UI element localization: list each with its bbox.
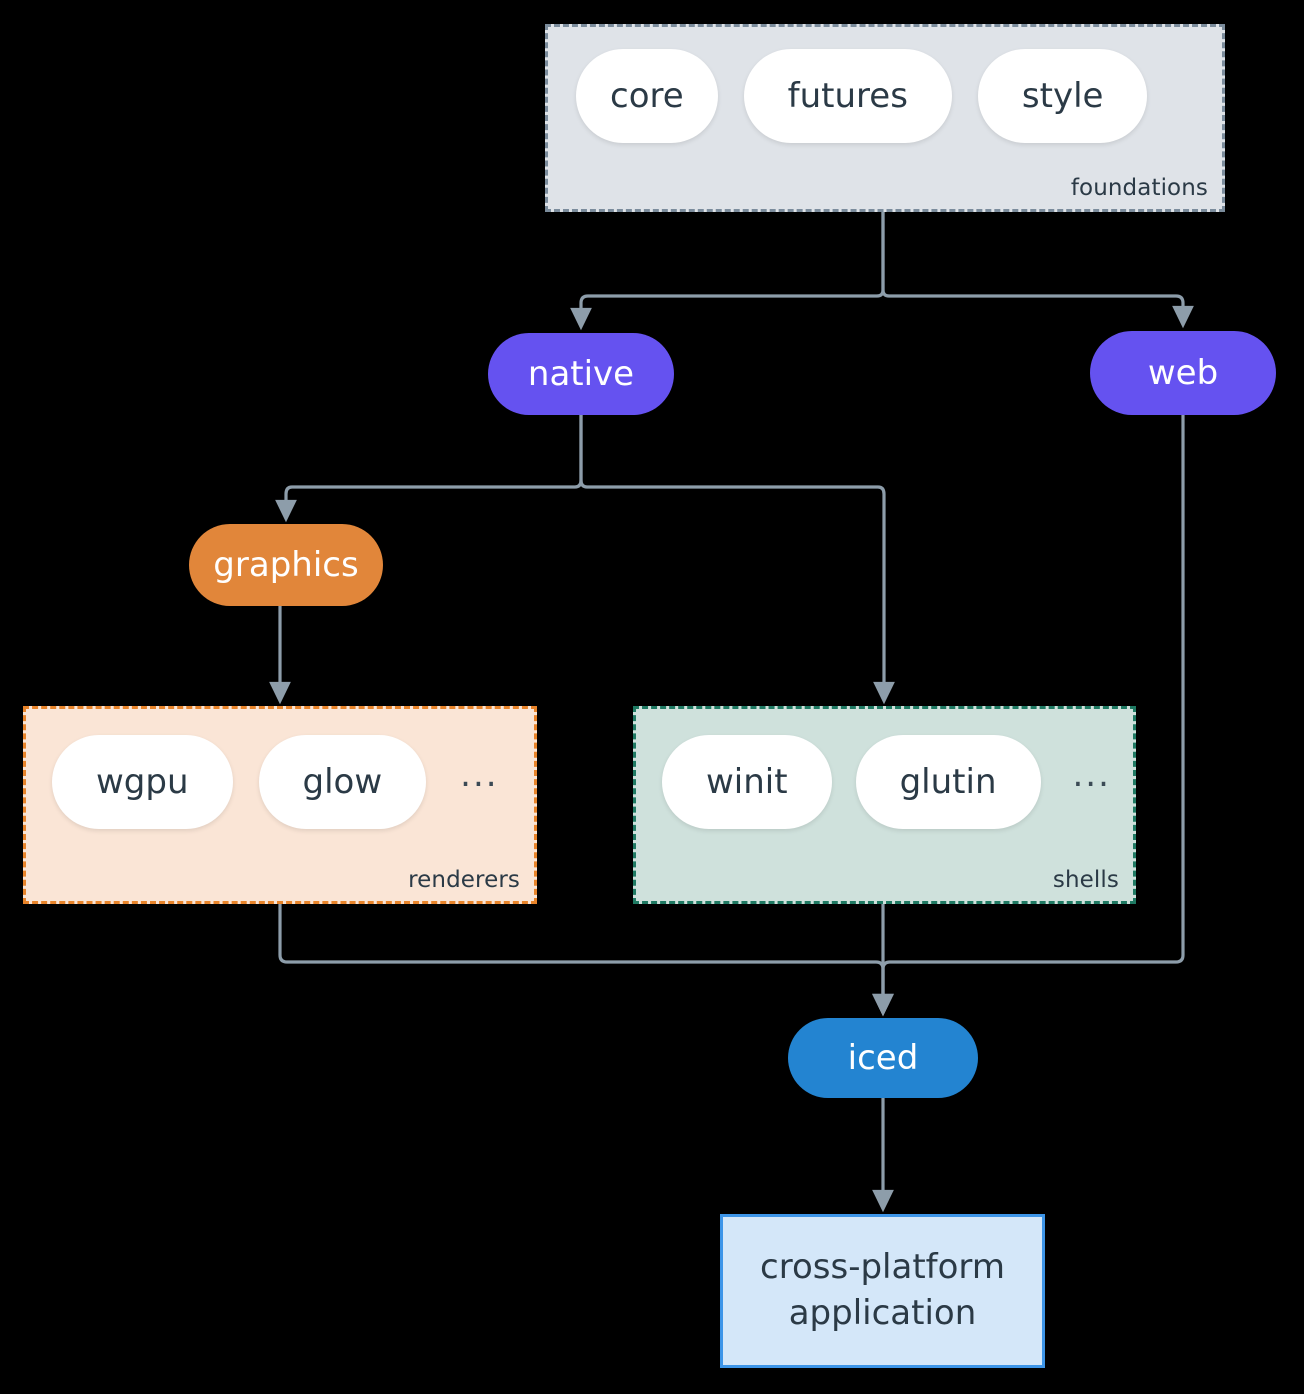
chip-style[interactable]: style	[977, 49, 1148, 143]
node-graphics[interactable]: graphics	[189, 524, 383, 606]
renderers-items: wgpu glow ...	[52, 735, 507, 829]
group-label-foundations: foundations	[1070, 175, 1208, 201]
shells-ellipsis: ...	[1072, 755, 1111, 795]
foundations-items: core futures style	[576, 49, 1148, 143]
edge-foundations-native	[570, 210, 885, 331]
chip-glutin[interactable]: glutin	[855, 735, 1041, 829]
application-line-2: application	[788, 1293, 977, 1333]
chip-futures[interactable]: futures	[743, 49, 952, 143]
renderers-ellipsis: ...	[460, 755, 499, 795]
edge-native-graphics	[275, 413, 583, 523]
node-cross-platform-application[interactable]: cross-platform application	[720, 1214, 1045, 1368]
edge-native-shells	[579, 413, 895, 705]
group-shells: winit glutin ... shells	[633, 706, 1136, 904]
group-renderers: wgpu glow ... renderers	[23, 706, 537, 904]
node-iced[interactable]: iced	[788, 1018, 978, 1098]
node-web[interactable]: web	[1090, 331, 1276, 415]
node-native[interactable]: native	[488, 333, 674, 415]
group-foundations: core futures style foundations	[545, 24, 1225, 212]
group-label-renderers: renderers	[408, 867, 520, 893]
edge-renderers-iced	[278, 902, 894, 1017]
chip-core[interactable]: core	[576, 49, 718, 143]
shells-items: winit glutin ...	[662, 735, 1119, 829]
edge-foundations-web	[881, 210, 1194, 329]
group-label-shells: shells	[1052, 867, 1119, 893]
chip-glow[interactable]: glow	[258, 735, 427, 829]
chip-winit[interactable]: winit	[662, 735, 832, 829]
chip-wgpu[interactable]: wgpu	[52, 735, 233, 829]
application-line-1: cross-platform	[760, 1247, 1005, 1288]
